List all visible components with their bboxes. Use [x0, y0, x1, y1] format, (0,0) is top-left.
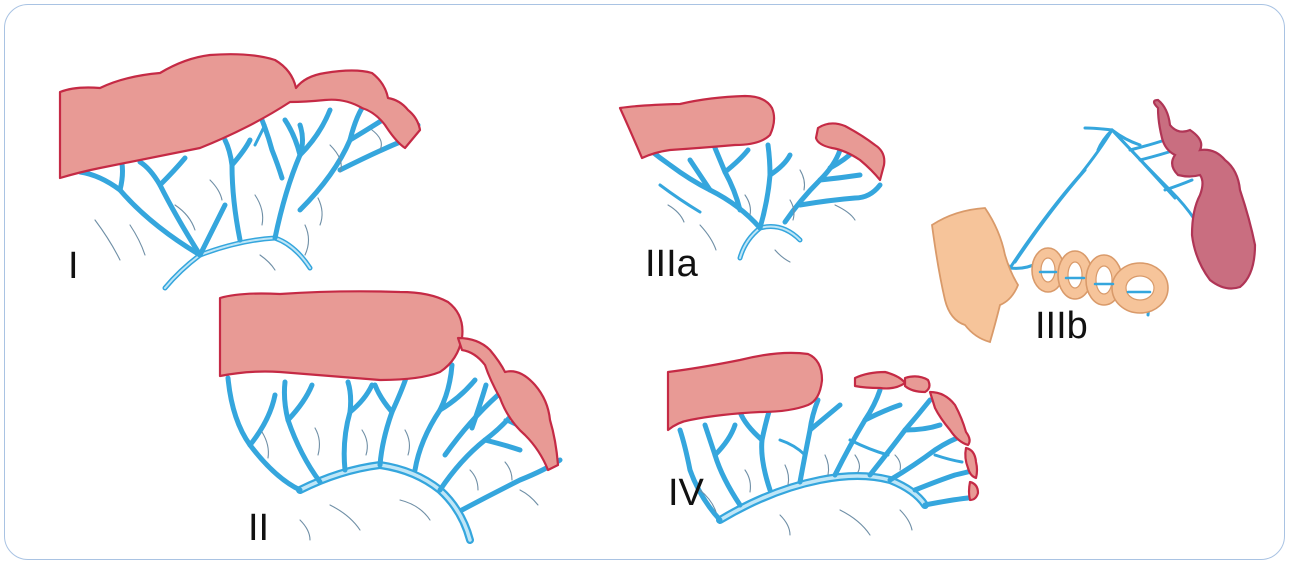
panel-iv-label: IV — [668, 472, 705, 514]
panel-iiib-label: IIIb — [1035, 305, 1088, 347]
panel-iv-bowel-segment-2 — [905, 376, 929, 392]
panel-iiib-small-bowel-coils — [1032, 248, 1168, 313]
panel-iiia-label: IIIa — [645, 243, 699, 285]
panel-ii: II — [220, 291, 560, 549]
panel-iv: IV — [668, 353, 978, 535]
panel-iiia-bowel-left — [620, 96, 774, 158]
panel-iv-bowel-segment-5 — [969, 482, 978, 500]
panel-ii-label: II — [248, 507, 269, 549]
panel-iv-bowel-segment-3 — [930, 392, 970, 445]
panel-i-label: I — [68, 245, 79, 287]
panel-iiib: IIIb — [932, 100, 1255, 347]
panel-iiib-duodenal-loop — [1154, 100, 1255, 288]
panel-iiia: IIIa — [620, 96, 884, 285]
panel-iv-bowel-segment-1 — [855, 372, 905, 388]
panel-iiib-cecum — [932, 208, 1018, 342]
panel-i: I — [60, 54, 420, 288]
panel-ii-bowel-main — [220, 291, 462, 380]
